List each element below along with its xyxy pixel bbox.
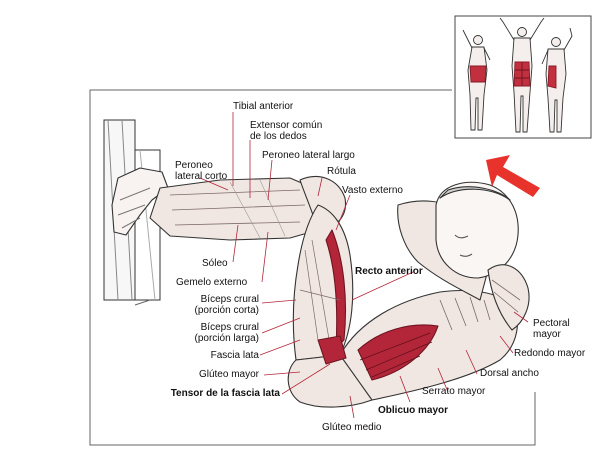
inset-figure-side [462,29,491,131]
label-gemelo-externo: Gemelo externo [176,277,248,288]
leader-lines [199,112,529,419]
label-extensor-comun: Extensor común de los dedos [250,120,323,142]
label-tensor-fascia-lata: Tensor de la fascia lata [170,388,280,399]
label-rotula: Rótula [327,166,356,177]
label-soleo: Sóleo [202,258,228,269]
label-oblicuo-mayor: Oblicuo mayor [378,405,449,416]
label-pectoral-mayor: Pectoral mayor [533,318,570,340]
label-biceps-crural-larga: Bíceps crural (porción larga) [194,322,259,344]
lower-leg [149,177,319,241]
label-fascia-lata: Fascia lata [210,350,259,361]
label-gluteo-medio: Glúteo medio [322,422,382,433]
label-redondo-mayor: Redondo mayor [514,348,586,359]
label-peroneo-lateral-corto: Peroneo lateral corto [175,160,228,182]
inset-figures [462,17,573,133]
oblicuo-mayor-muscle [357,324,439,381]
label-serrato-mayor: Serrato mayor [422,386,486,397]
label-vasto-externo: Vasto externo [342,185,403,196]
label-tibial-anterior: Tibial anterior [233,101,294,112]
feet [111,167,169,236]
tensor-fascia-lata-muscle [317,335,347,365]
label-gluteo-mayor: Glúteo mayor [198,369,259,380]
head [435,181,519,279]
body-figure [111,167,530,408]
shoulder [487,264,530,331]
main-frame [89,89,536,446]
label-dorsal-ancho: Dorsal ancho [480,368,539,379]
label-recto-anterior: Recto anterior [355,266,423,277]
inset-figure-back [541,27,573,133]
label-peroneo-lateral-largo: Peroneo lateral largo [262,150,355,161]
direction-arrow [486,155,540,197]
label-biceps-crural-corta: Bíceps crural (porción corta) [194,294,259,316]
inset-figure-front [499,17,545,133]
